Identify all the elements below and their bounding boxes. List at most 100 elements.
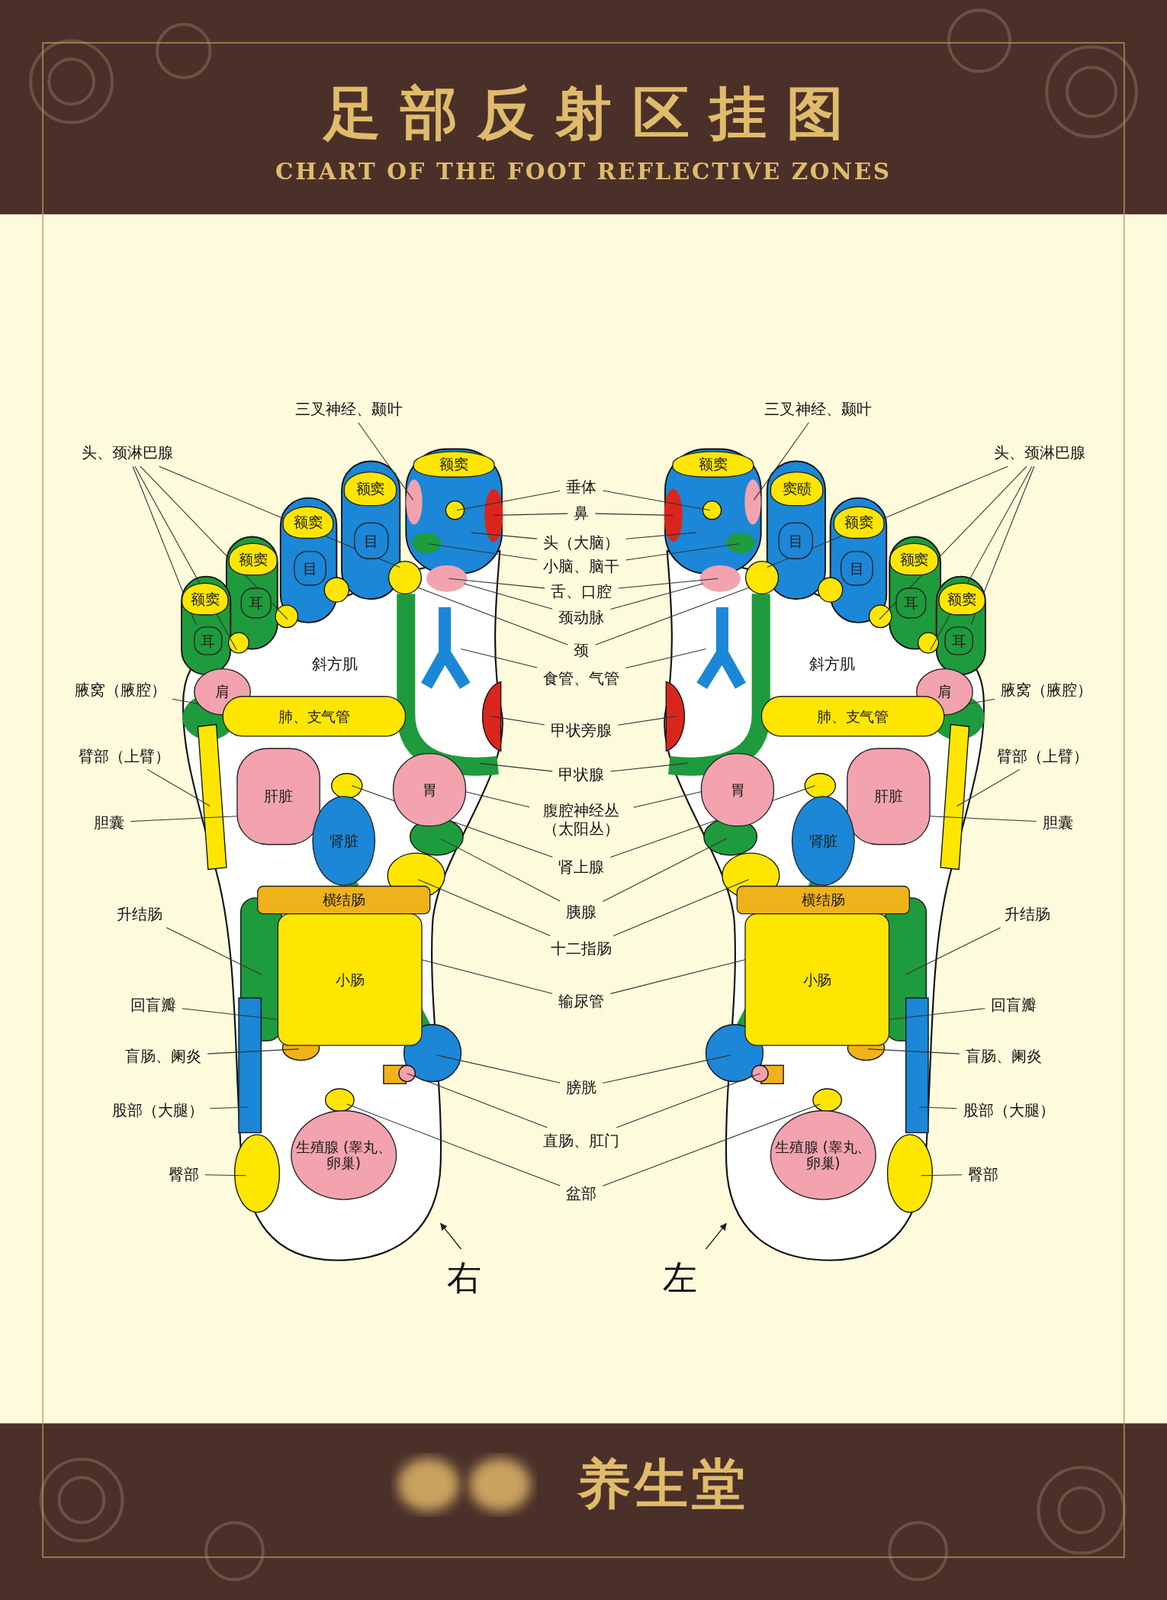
callout-label: 直肠、肛门 [540,1131,622,1150]
callout-label: 膀胱 [564,1078,599,1097]
reflex-zone: 肝脏 [846,747,931,845]
zone-label: 额窦 [439,456,468,473]
reflex-zone: 生殖腺 (睾丸、卵巢) [290,1109,397,1200]
reflex-zone: 耳 [944,626,973,655]
leader-line [417,879,550,936]
leader-line [617,578,718,589]
leader-line [919,1106,957,1109]
callout-label: 十二指肠 [549,939,615,959]
callout-label: 肾上腺 [556,858,608,877]
leader-line [135,466,237,650]
zone-label: 肩 [215,683,230,701]
zone-label: 肝脏 [263,787,293,805]
leader-line [147,768,211,806]
background [40,1458,123,1540]
callout-label: 腋窝（腋腔） [998,680,1095,699]
reflex-zone: 窦赜 [770,471,824,506]
leader-line [610,953,767,994]
reflex-zone: 横结肠 [257,885,431,914]
reflex-zone: 目 [840,550,874,586]
reflex-zone: 额窦 [228,543,278,576]
leader-line [610,583,703,610]
background [1067,67,1116,116]
leader-line [471,532,537,539]
reflex-zone: 生殖腺 (睾丸、卵巢) [770,1109,877,1200]
leader-line [921,1173,962,1176]
callout-label: 鼻 [572,504,592,523]
leader-line [602,1054,730,1084]
zone-label: 额窦 [190,590,219,608]
callout-label: 胆囊 [91,813,126,832]
leader-line [956,768,1020,806]
leader-line [594,587,749,645]
callout-label: 斜方肌 [807,655,859,674]
callout-label: 舌、口腔 [549,582,615,602]
zone-label: 肩 [937,683,952,701]
zone-label: 肝脏 [874,787,903,805]
reflex-zone: 额窦 [938,582,986,616]
callout-label: 三叉神经、颞叶 [293,399,406,418]
reflex-zone: 肾脏 [791,795,856,886]
zone-label: 额窦 [900,550,929,568]
callout-label: 头、颈淋巴腺 [79,443,176,463]
leader-line [461,649,538,668]
callout-label: 股部（大腿） [961,1100,1058,1119]
callout-label: 食管、气管 [540,668,622,688]
callout-label: 头（大脑） [540,533,622,552]
leader-line [436,1054,560,1083]
background [42,42,1125,1557]
background [469,1457,531,1511]
zone-label: 额窦 [238,550,267,568]
reflex-zone: 额窦 [282,505,334,539]
background [0,0,1167,215]
zone-label: 横结肠 [322,891,366,909]
zone-label: 生殖腺 (睾丸、卵巢) [291,1138,396,1171]
leader-line [880,1008,985,1021]
reflex-zone: 额窦 [181,582,229,616]
right-foot [181,448,503,1260]
background [0,214,1167,1424]
zone-label: 小肠 [335,970,364,988]
callout-label: 斜方肌 [309,655,361,674]
callout-label: 股部（大腿） [109,1100,206,1119]
background [398,1457,460,1511]
callout-label: 臂部（上臂） [994,746,1091,766]
background [157,24,211,78]
callout-label: 甲状腺 [556,765,608,784]
zone-label: 目 [788,532,804,550]
reflex-zone: 肝脏 [236,747,321,845]
reflex-zone: 耳 [241,587,272,618]
leader-line [407,1073,548,1128]
callout-label: 盆部 [564,1184,599,1203]
zone-label: 横结肠 [801,891,845,909]
reflex-zone: 横结肠 [736,885,910,914]
callout-label: 盲肠、阑炎 [963,1046,1045,1065]
callout-label: 头、颈淋巴腺 [991,443,1088,463]
leader-line [594,513,673,515]
reflex-zone: 额窦 [671,450,754,478]
reflex-zone: 耳 [193,626,222,655]
brand-name: 养生堂 [575,1448,751,1521]
leader-line [626,543,740,560]
background [205,1521,264,1579]
callout-label: 甲状旁腺 [549,721,615,740]
callout-label: 垂体 [564,477,599,496]
zone-label: 耳 [903,594,919,612]
background [1038,1466,1124,1553]
leader-line [906,927,1001,975]
leader-line [464,583,553,609]
reflex-zone: 肺、支气管 [761,695,946,737]
zone-label: 耳 [248,594,264,612]
zone-label: 目 [302,559,318,577]
callout-label: 胆囊 [1040,813,1075,832]
zone-label: 胃 [730,781,746,798]
zone-label: 小肠 [803,970,832,988]
reflex-zone: 目 [778,522,813,560]
leader-line [602,838,727,901]
callout-label: 升结肠 [114,904,165,923]
zone-label: 目 [363,532,379,550]
background [948,9,1010,71]
